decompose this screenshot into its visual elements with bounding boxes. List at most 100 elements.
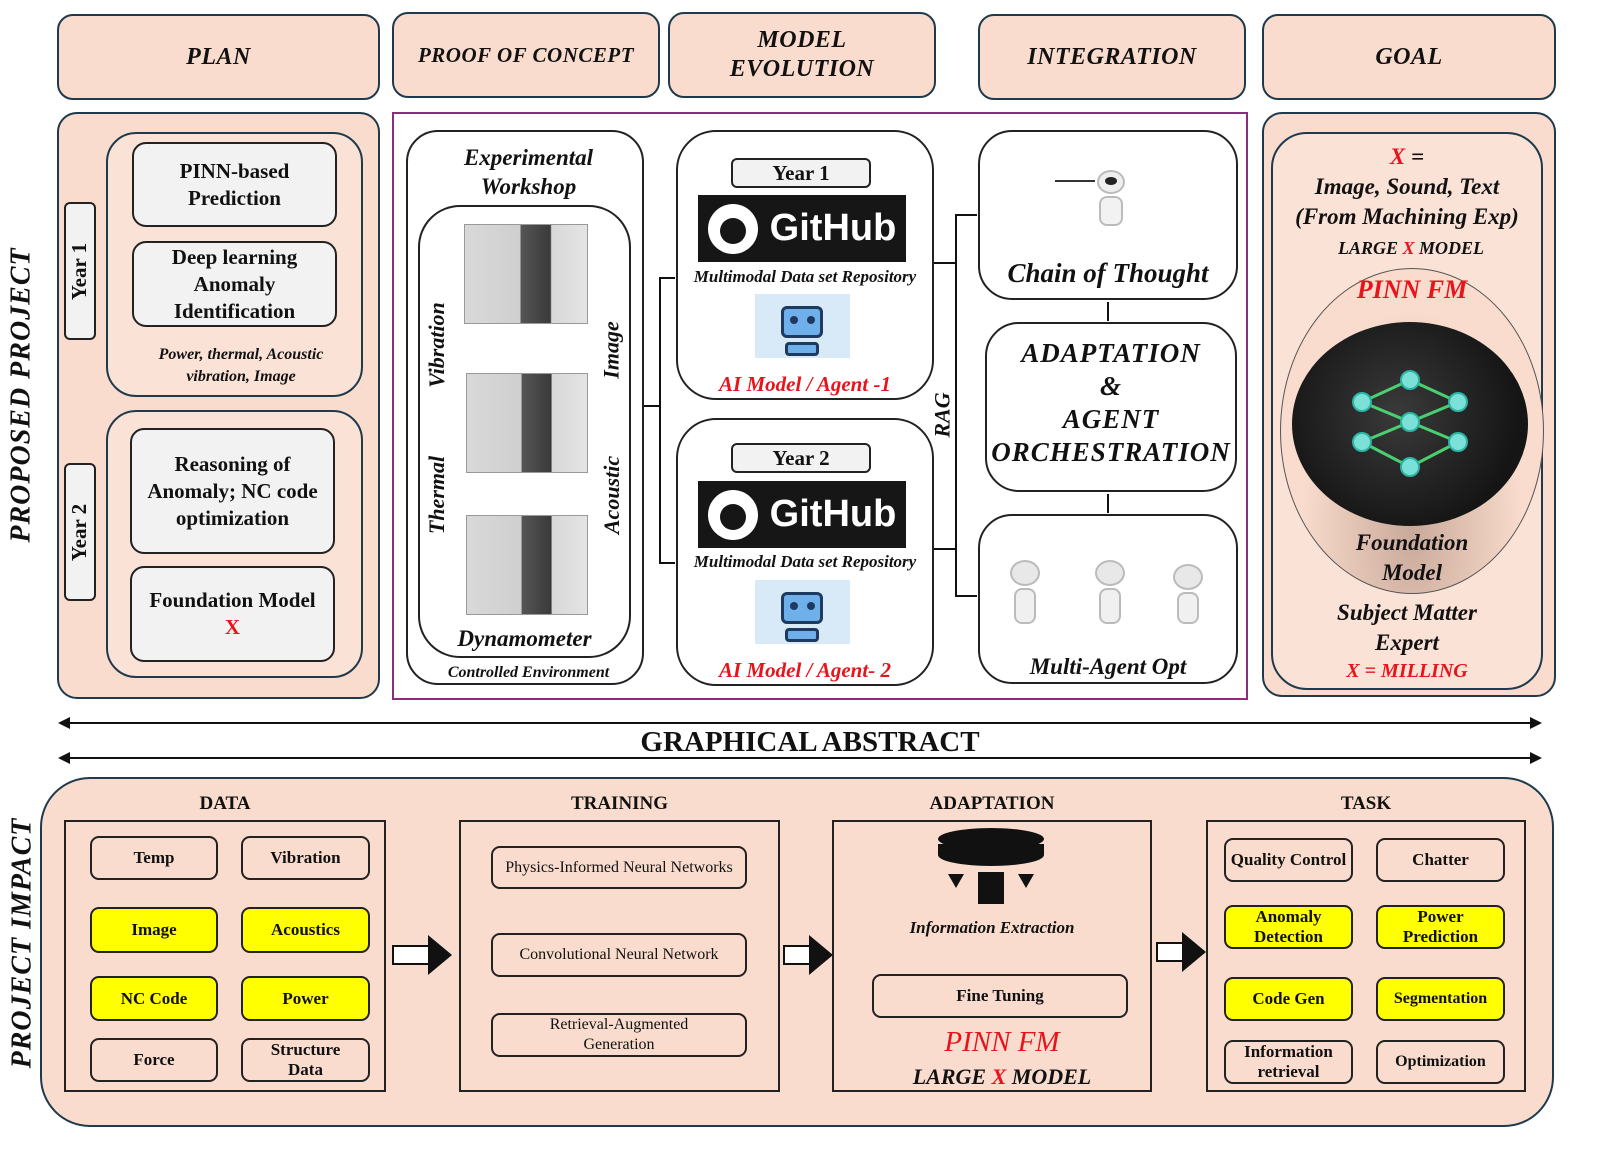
plan-box3-line3: optimization — [175, 505, 290, 530]
database-icon — [938, 828, 1044, 904]
controlled-environment-label: Controlled Environment — [447, 664, 610, 681]
adapt-multi-connector — [1107, 494, 1109, 513]
header-goal-text: GOAL — [1375, 43, 1443, 70]
header-plan-text: PLAN — [186, 43, 251, 70]
repo-caption-1: Multimodal Data set Repository — [693, 267, 917, 286]
task-item-anomaly-label: Anomaly Detection — [1254, 907, 1323, 946]
arrow-adapt-task-head — [1182, 932, 1206, 972]
training-item-pinn-label: Physics-Informed Neural Networks — [505, 858, 733, 876]
adaptation-text: ADAPTATION & AGENT ORCHESTRATION — [985, 337, 1237, 469]
adapt-line3: AGENT — [1062, 404, 1160, 434]
github-logo-1: GitHub — [698, 195, 906, 262]
goal-foundation-line1: Foundation — [1355, 530, 1469, 555]
task-title: TASK — [1340, 793, 1392, 814]
data-item-acoustics: Acoustics — [241, 907, 370, 953]
divider-bottom-right-arrow — [1530, 752, 1542, 764]
header-evolution-text: EVOLUTION — [729, 56, 875, 82]
arrow-training-adapt-head — [809, 935, 833, 975]
cot-adapt-connector — [1107, 302, 1109, 321]
workshop-title-line1: Experimental — [463, 145, 594, 170]
adaptation-pinn-fm: PINN FM — [944, 1026, 1060, 1058]
fine-tuning-box: Fine Tuning — [872, 974, 1128, 1018]
github-text-2: GitHub — [769, 493, 897, 535]
machine-label-3: NMV 76 — [559, 533, 571, 570]
fine-tuning-label: Fine Tuning — [956, 986, 1044, 1005]
goal-line2: Image, Sound, Text — [1314, 174, 1500, 199]
plan-box2-line2: Anomaly — [193, 271, 276, 296]
multi-robots-icon — [1005, 560, 1215, 630]
archer-visor — [1105, 177, 1117, 185]
task-item-optimization-label: Optimization — [1395, 1053, 1486, 1070]
data-item-structure: Structure Data — [241, 1038, 370, 1082]
plan-caption: Power, thermal, Acoustic vibration, Imag… — [116, 344, 366, 388]
plan-box2-line1: Deep learning — [171, 244, 298, 269]
repo-caption-2: Multimodal Data set Repository — [693, 552, 917, 571]
plan-box1-line2: Prediction — [188, 185, 281, 210]
robot-a-head — [1010, 560, 1040, 586]
archer-body — [1099, 196, 1123, 226]
robot-eye-2a — [790, 602, 798, 610]
task-item-codegen: Code Gen — [1224, 977, 1353, 1021]
workshop-title: Experimental Workshop — [406, 143, 651, 201]
plan-year2-text: Year 2 — [67, 503, 92, 561]
robot-c-body — [1177, 592, 1199, 624]
task-item-info-retrieval-label: Information retrieval — [1244, 1042, 1333, 1081]
connector-to-year1 — [659, 277, 675, 279]
header-proof-of-concept: PROOF OF CONCEPT — [392, 12, 660, 98]
goal-large-x: X — [1402, 238, 1415, 258]
robot-eye-1b — [807, 316, 815, 324]
header-integration-text: INTEGRATION — [1027, 43, 1197, 70]
header-plan: PLAN — [57, 14, 380, 100]
plan-box1-line1: PINN-based — [179, 158, 290, 183]
robot-b-body — [1099, 588, 1121, 624]
machine-label-1: NMV 76 — [557, 242, 569, 279]
vibration-label: Vibration — [424, 302, 449, 388]
adaptation-large-text: LARGE — [912, 1064, 992, 1089]
dynamometer-label: Dynamometer — [457, 626, 592, 651]
goal-sme-line1: Subject Matter — [1337, 600, 1477, 625]
task-item-segmentation-label: Segmentation — [1393, 990, 1488, 1007]
proposed-project-label-wrap: PROPOSED PROJECT — [2, 240, 42, 550]
arrow-data-training-head — [428, 935, 452, 975]
task-item-info-retrieval: Information retrieval — [1224, 1040, 1353, 1084]
adapt-line2: & — [1099, 371, 1122, 401]
graphical-abstract-title: GRAPHICAL ABSTRACT — [640, 726, 980, 758]
robot-b-head — [1095, 560, 1125, 586]
plan-anomaly-box: Deep learning Anomaly Identification — [132, 241, 337, 327]
agent1-label: AI Model / Agent -1 — [719, 372, 891, 396]
github-logo-2: GitHub — [698, 481, 906, 548]
training-item-cnn-label: Convolutional Neural Network — [519, 946, 719, 963]
goal-sme-line2: Expert — [1375, 630, 1439, 655]
goal-large-text: LARGE — [1337, 238, 1403, 258]
goal-foundation-line2: Model — [1381, 560, 1443, 585]
data-item-image-label: Image — [131, 920, 177, 939]
arrow-data-training-shaft — [392, 945, 430, 965]
plan-caption-line1: Power, thermal, Acoustic — [158, 346, 324, 363]
db-arrow-right — [1018, 874, 1034, 888]
arrow-adapt-task-shaft — [1156, 942, 1184, 962]
divider-top-left-arrow — [58, 717, 70, 729]
plan-box4-x: X — [224, 615, 241, 639]
robot-body-1 — [785, 342, 819, 356]
plan-year1-text: Year 1 — [67, 242, 92, 300]
robot-head-1 — [781, 306, 823, 338]
task-item-chatter: Chatter — [1376, 838, 1505, 882]
adaptation-large-model-text: MODEL — [1006, 1064, 1092, 1089]
thermal-label-wrap: Thermal — [422, 440, 452, 550]
robot-a-body — [1014, 588, 1036, 624]
goal-large-model: LARGE X MODEL — [1271, 238, 1551, 259]
plan-pinn-prediction-box: PINN-based Prediction — [132, 142, 337, 227]
task-item-optimization: Optimization — [1376, 1040, 1505, 1084]
data-item-image: Image — [90, 907, 218, 953]
goal-eq: = — [1405, 144, 1425, 169]
robot-icon-2 — [755, 580, 850, 644]
thermal-label: Thermal — [424, 455, 450, 535]
rag-to-multi — [955, 595, 977, 597]
plan-year2-pill: Year 2 — [64, 463, 96, 601]
data-item-nc-code: NC Code — [90, 976, 218, 1021]
connector-poc-v — [659, 277, 661, 563]
plan-year1-pill: Year 1 — [64, 202, 96, 340]
training-item-cnn: Convolutional Neural Network — [491, 933, 747, 977]
acoustic-label-wrap: Acoustic — [597, 440, 627, 550]
workshop-title-line2: Workshop — [480, 174, 577, 199]
